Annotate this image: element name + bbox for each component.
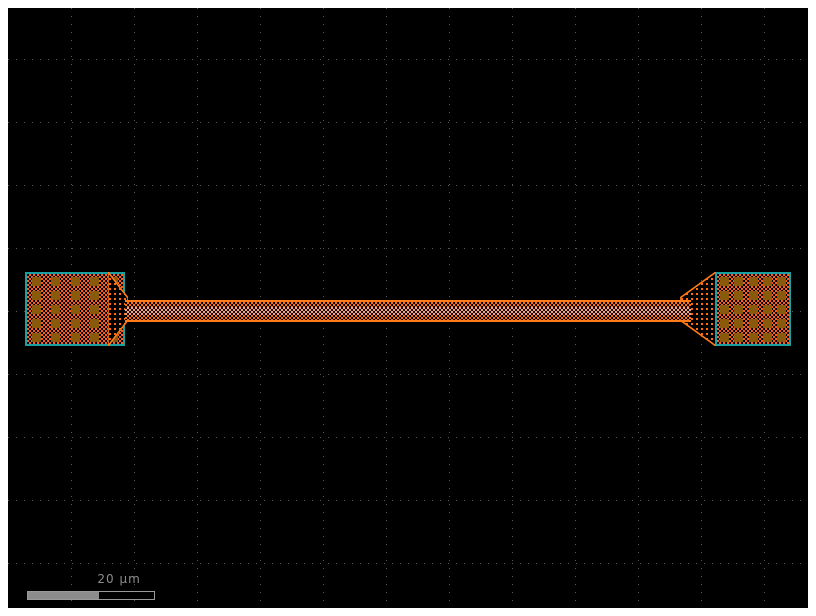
pad-via-array bbox=[717, 274, 789, 344]
via-square bbox=[71, 319, 80, 328]
via-square bbox=[32, 319, 41, 328]
via-square bbox=[749, 333, 758, 342]
device-geometry bbox=[8, 8, 808, 608]
via-square bbox=[51, 277, 60, 286]
via-square bbox=[720, 319, 729, 328]
via-square bbox=[734, 291, 743, 300]
nanowire-channel bbox=[125, 300, 691, 322]
via-square bbox=[777, 319, 786, 328]
wire-core bbox=[125, 307, 691, 315]
wire-band-top bbox=[125, 302, 691, 307]
layout-canvas[interactable]: 20 µm bbox=[8, 8, 808, 608]
via-square bbox=[90, 305, 99, 314]
via-square bbox=[51, 319, 60, 328]
via-square bbox=[777, 333, 786, 342]
via-square bbox=[71, 291, 80, 300]
via-square bbox=[32, 291, 41, 300]
scale-bar-track bbox=[27, 591, 155, 600]
right-contact-pad bbox=[715, 272, 791, 346]
via-square bbox=[71, 277, 80, 286]
via-square bbox=[720, 333, 729, 342]
wire-band-bottom bbox=[125, 315, 691, 320]
via-square bbox=[51, 333, 60, 342]
via-square bbox=[32, 305, 41, 314]
right-taper bbox=[680, 272, 716, 346]
via-square bbox=[749, 319, 758, 328]
via-square bbox=[32, 333, 41, 342]
via-square bbox=[51, 305, 60, 314]
via-square bbox=[90, 333, 99, 342]
via-square bbox=[749, 305, 758, 314]
via-square bbox=[32, 277, 41, 286]
via-square bbox=[90, 277, 99, 286]
via-square bbox=[777, 305, 786, 314]
via-square bbox=[763, 305, 772, 314]
via-square bbox=[90, 319, 99, 328]
via-square bbox=[734, 333, 743, 342]
via-square bbox=[734, 277, 743, 286]
wire-edge-bottom bbox=[125, 320, 691, 322]
via-square bbox=[90, 291, 99, 300]
via-square bbox=[71, 305, 80, 314]
via-square bbox=[763, 277, 772, 286]
via-square bbox=[749, 291, 758, 300]
via-square bbox=[734, 305, 743, 314]
via-square bbox=[734, 319, 743, 328]
via-square bbox=[720, 305, 729, 314]
via-square bbox=[763, 333, 772, 342]
via-square bbox=[777, 291, 786, 300]
via-square bbox=[777, 277, 786, 286]
scale-bar-label: 20 µm bbox=[97, 572, 141, 586]
via-square bbox=[720, 291, 729, 300]
via-square bbox=[749, 277, 758, 286]
left-taper bbox=[108, 272, 128, 346]
via-square bbox=[51, 291, 60, 300]
via-square bbox=[71, 333, 80, 342]
via-square bbox=[720, 277, 729, 286]
via-square bbox=[763, 319, 772, 328]
scale-bar-fill bbox=[28, 592, 100, 599]
wire-edge-top bbox=[125, 300, 691, 302]
via-square bbox=[763, 291, 772, 300]
